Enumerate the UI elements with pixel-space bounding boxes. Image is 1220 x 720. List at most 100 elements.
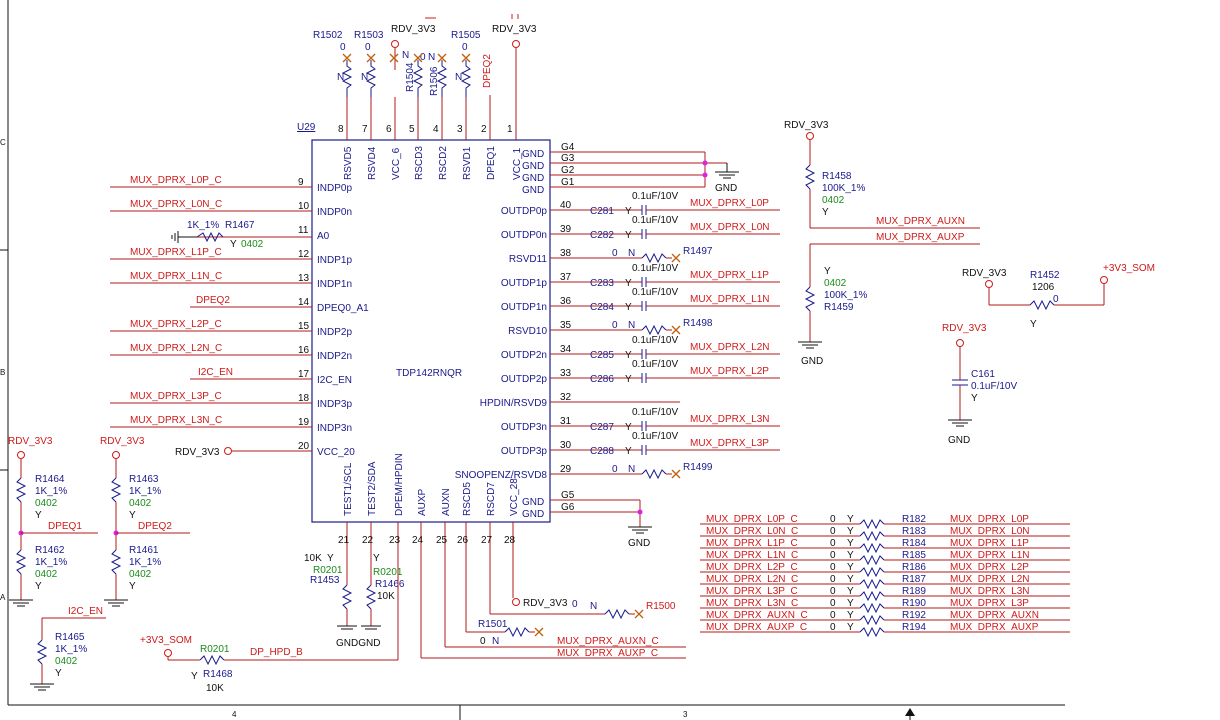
cap-value: 0.1uF/10V xyxy=(632,263,678,274)
pkg-r1467: 0402 xyxy=(241,239,264,250)
ref-r1500: R1500 xyxy=(646,601,676,612)
pin-name: INDP3p xyxy=(317,399,352,410)
pin-number: 18 xyxy=(298,393,310,404)
pin-number: 39 xyxy=(560,224,572,235)
pin-number: 1 xyxy=(507,124,513,135)
pin-number: 20 xyxy=(298,441,310,452)
cap-fit: Y xyxy=(625,446,632,457)
pin-number: 5 xyxy=(409,124,415,135)
mux-out-net: MUX_DPRX_AUXN xyxy=(950,610,1039,621)
mux-val: 0 xyxy=(830,538,836,549)
pin-number: 31 xyxy=(560,416,572,427)
net-r1464: RDV_3V3 xyxy=(8,436,53,447)
mux-fit: Y xyxy=(847,514,854,525)
pin-number: 11 xyxy=(298,225,309,236)
pin-number: 23 xyxy=(389,535,401,546)
pin-name: RSCD2 xyxy=(438,146,449,180)
net-r1468: +3V3_SOM xyxy=(140,635,192,646)
pkg-r1463: 0402 xyxy=(129,498,152,509)
ref-r1464: R1464 xyxy=(35,474,65,485)
n-r1501: N xyxy=(492,636,499,647)
pin-name: INDP2p xyxy=(317,327,352,338)
gnd-pin-name: GND xyxy=(522,185,544,196)
r1463-r1461-assembly: RDV_3V3 DPEQ2 R1463 1K_1% 0402 Y R1461 1… xyxy=(100,436,190,607)
pin-name: SNOOPENZ/RSVD8 xyxy=(455,470,548,481)
mux-fit: Y xyxy=(847,562,854,573)
net-r1452-in: RDV_3V3 xyxy=(962,268,1007,279)
fit-r1464: Y xyxy=(35,510,42,521)
pin-number: 37 xyxy=(560,272,572,283)
mux-in-net: MUX_DPRX_L3N_C xyxy=(706,598,798,609)
pin-number: 3 xyxy=(457,124,463,135)
pin-number: 4 xyxy=(433,124,439,135)
mux-out-net: MUX_DPRX_L0N xyxy=(950,526,1029,537)
cap-ref: C286 xyxy=(590,374,614,385)
mux-val: 0 xyxy=(830,514,836,525)
mux-val: 0 xyxy=(830,622,836,633)
net-rdv-3v3-top: RDV_3V3 xyxy=(391,24,436,35)
val-r1463: 1K_1% xyxy=(129,486,161,497)
ref-r1467: R1467 xyxy=(225,220,255,231)
pin-name: INDP3n xyxy=(317,423,352,434)
pin-number: 24 xyxy=(412,535,424,546)
cap-ref: C281 xyxy=(590,206,614,217)
mux-val: 0 xyxy=(830,526,836,537)
pin-number: 27 xyxy=(481,535,493,546)
fit-r1453: Y xyxy=(327,553,334,564)
ref-r1466: R1466 xyxy=(375,579,405,590)
zone-col-right: 3 xyxy=(683,710,688,719)
ref-r1458: R1458 xyxy=(822,171,852,182)
mux-val: 0 xyxy=(830,586,836,597)
val-r1505: 0 xyxy=(462,42,468,53)
pin-name: RSCD5 xyxy=(462,482,473,516)
net-label-left: MUX_DPRX_L3N_C xyxy=(130,415,222,426)
ref-r1503: R1503 xyxy=(354,30,384,41)
mux-ref: R186 xyxy=(902,562,926,573)
pin-name: VCC_6 xyxy=(391,147,402,180)
fit-r1461: Y xyxy=(129,581,136,592)
ref-r1505: R1505 xyxy=(451,30,481,41)
net-r1463: RDV_3V3 xyxy=(100,436,145,447)
cap-fit: Y xyxy=(625,422,632,433)
pin-name: VCC_28 xyxy=(509,478,520,516)
mux-fit: Y xyxy=(847,598,854,609)
c161-assembly: RDV_3V3 GND C161 0.1uF/10V Y xyxy=(942,323,1017,446)
pin-name: RSVD11 xyxy=(509,254,548,265)
pin-name: OUTDP0n xyxy=(501,230,547,241)
val-r1462: 1K_1% xyxy=(35,557,67,568)
pin-g6: G6 xyxy=(561,502,575,513)
mux-in-net: MUX_DPRX_AUXP_C xyxy=(706,622,807,633)
cap-value: 0.1uF/10V xyxy=(632,407,678,418)
net-3v3-som: +3V3_SOM xyxy=(1103,263,1155,274)
cap-ref: C282 xyxy=(590,230,614,241)
net-label-left: MUX_DPRX_L1P_C xyxy=(130,247,222,258)
pin-number: 2 xyxy=(481,124,487,135)
res-n: N xyxy=(628,248,635,259)
pin-number: 26 xyxy=(457,535,469,546)
pin-name: TEST2/SDA xyxy=(367,461,378,516)
ref-c161: C161 xyxy=(971,369,995,380)
mux-in-net: MUX_DPRX_AUXN_C xyxy=(706,610,808,621)
cap-ref: C283 xyxy=(590,278,614,289)
val-r1502: 0 xyxy=(340,42,346,53)
ref-r1501: R1501 xyxy=(478,619,508,630)
val-r1467: 1K_1% xyxy=(187,220,219,231)
mux-in-net: MUX_DPRX_L1P_C xyxy=(706,538,798,549)
pin-name: OUTDP1p xyxy=(501,278,548,289)
pin-name: INDP0p xyxy=(317,183,352,194)
pin-number: 19 xyxy=(298,417,310,428)
cap-ref: C284 xyxy=(590,302,614,313)
mux-out-net: MUX_DPRX_AUXP xyxy=(950,622,1039,633)
cap-fit: Y xyxy=(625,230,632,241)
top-resistors: R1502 0 R1503 0 RDV_3V3 N R1505 0 RDV_3V… xyxy=(313,24,537,120)
res-value: 0 xyxy=(612,320,618,331)
gnd-pin-name: GND xyxy=(522,173,544,184)
pkg-r1462: 0402 xyxy=(35,569,58,580)
mux-fit: Y xyxy=(847,538,854,549)
pin-name: RSCD3 xyxy=(414,146,425,180)
r1452-assembly: RDV_3V3 R1452 1206 0 Y +3V3_SOM xyxy=(962,263,1155,330)
pin-number: 33 xyxy=(560,368,572,379)
zone-row-c: C xyxy=(0,138,6,147)
net-label-left: DPEQ2 xyxy=(196,295,230,306)
